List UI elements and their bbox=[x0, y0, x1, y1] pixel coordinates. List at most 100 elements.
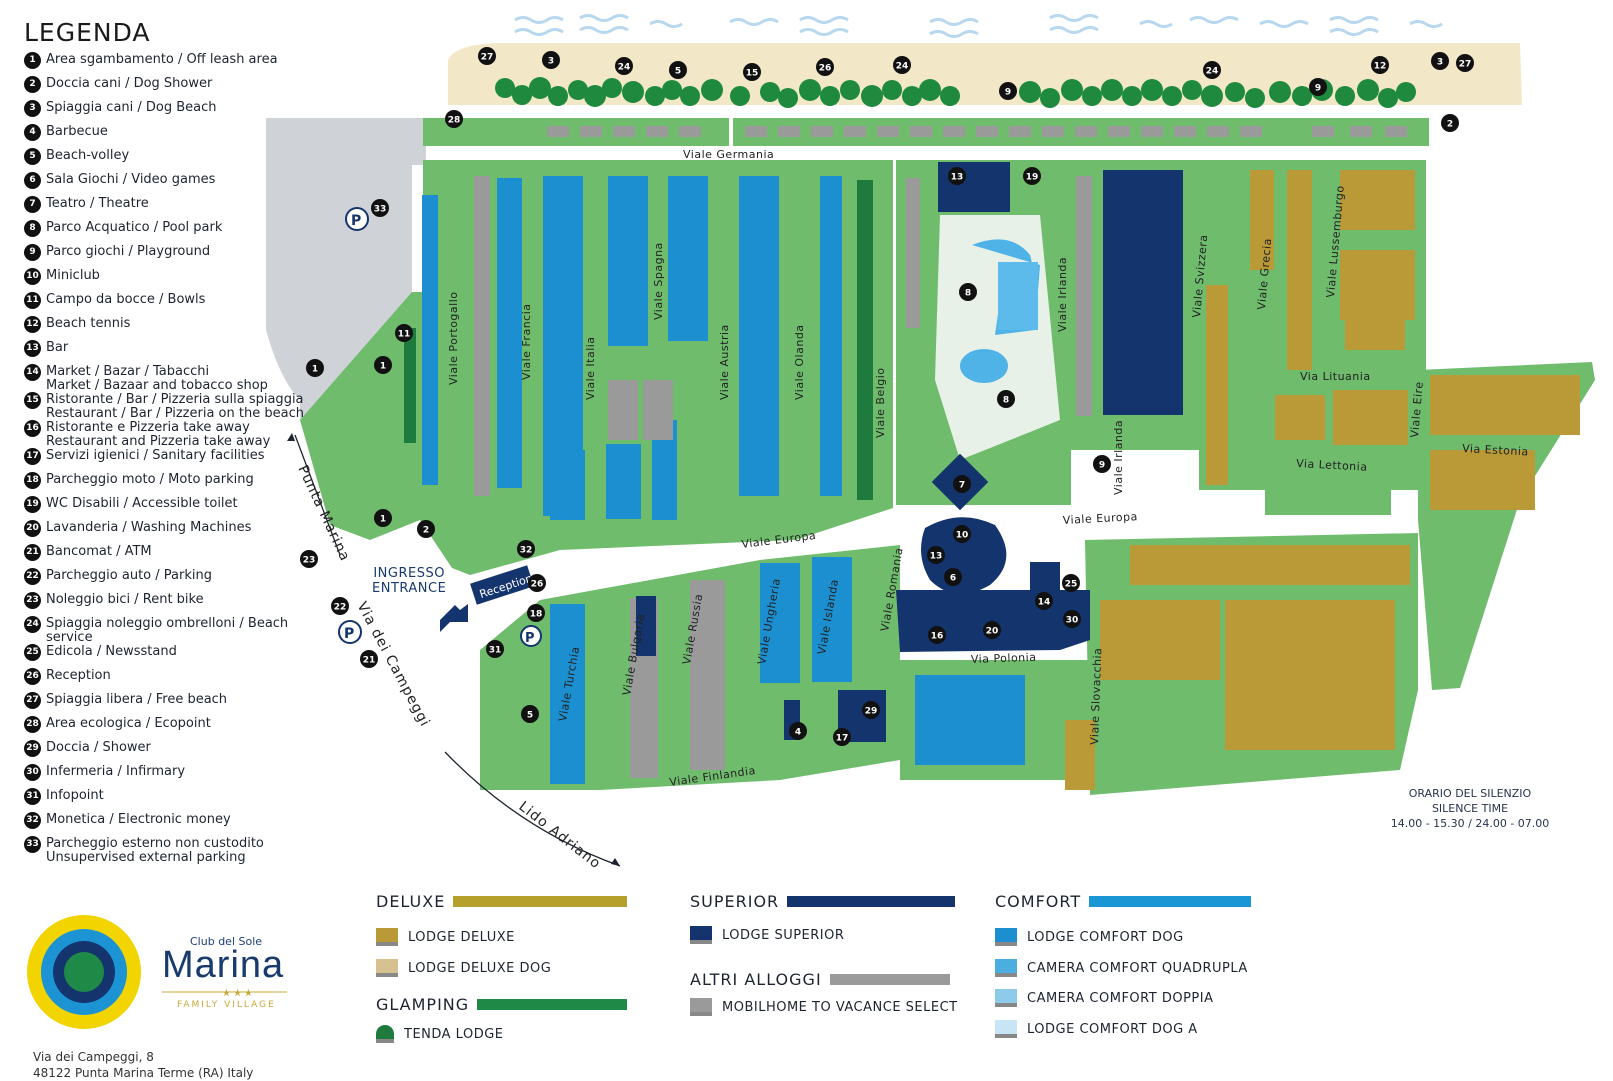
superior-lodges bbox=[636, 162, 1183, 740]
map-marker-dot bbox=[1431, 52, 1449, 70]
map-marker: 9 bbox=[1093, 455, 1111, 473]
legend-item-label: Infermeria / Infirmary bbox=[46, 764, 186, 779]
entrance-line-1: INGRESSO bbox=[373, 566, 445, 581]
map-marker: 6 bbox=[944, 568, 962, 586]
category-superior-bar bbox=[787, 896, 956, 907]
legend-number-badge: 32 bbox=[24, 812, 41, 829]
legend-title: LEGENDA bbox=[24, 18, 151, 47]
map-marker-number: 31 bbox=[489, 646, 502, 656]
legend-item-label: Parco Acquatico / Pool park bbox=[46, 220, 223, 235]
category-glamping-bar bbox=[477, 999, 628, 1010]
parking-icon: P bbox=[345, 207, 369, 231]
map-marker-number: 27 bbox=[1459, 60, 1472, 70]
swatch-lodge-superior bbox=[690, 926, 712, 944]
map-marker-number: 21 bbox=[363, 656, 376, 666]
legend-item-label: WC Disabili / Accessible toilet bbox=[46, 496, 238, 511]
legend-number-badge: 18 bbox=[24, 472, 41, 489]
legend-number-badge: 12 bbox=[24, 316, 41, 333]
map-marker-dot bbox=[521, 705, 539, 723]
legend-lodge-comfort-dog: LODGE COMFORT DOG bbox=[995, 925, 1251, 949]
map-marker: 12 bbox=[1371, 56, 1389, 74]
map-marker: 2 bbox=[1441, 114, 1459, 132]
map-marker-dot bbox=[1093, 455, 1111, 473]
map-marker: 25 bbox=[1062, 574, 1080, 592]
parking-icon-entrance: P bbox=[338, 620, 362, 644]
map-marker: 3 bbox=[1431, 52, 1449, 70]
map-marker: 11 bbox=[395, 324, 413, 342]
legend-item-label: Parcheggio auto / Parking bbox=[46, 568, 212, 583]
street-viale-belgio: Viale Belgio bbox=[874, 367, 887, 438]
map-marker-number: 9 bbox=[1099, 461, 1105, 471]
map-marker-dot bbox=[306, 359, 324, 377]
brand-stars: ★★★ bbox=[222, 988, 255, 999]
legend-number-badge: 26 bbox=[24, 668, 41, 685]
legend-item-label: Bancomat / ATM bbox=[46, 544, 152, 559]
category-comfort: COMFORT LODGE COMFORT DOG CAMERA COMFORT… bbox=[995, 892, 1252, 1041]
street-viale-olanda: Viale Olanda bbox=[793, 324, 806, 400]
map-marker-dot bbox=[789, 722, 807, 740]
road-arrow-icon-2 bbox=[611, 858, 620, 866]
map-marker-number: 20 bbox=[986, 627, 999, 637]
entrance-arrow-icon bbox=[440, 604, 468, 632]
legend-item-label: Beach tennis bbox=[46, 316, 131, 331]
outer-roads bbox=[294, 434, 621, 867]
legend-item-label: Spiaggia noleggio ombrelloni / Beach ser… bbox=[46, 616, 289, 645]
map-marker-number: 19 bbox=[1026, 173, 1039, 183]
map-marker-dot bbox=[959, 283, 977, 301]
map-marker-dot bbox=[542, 51, 560, 69]
category-glamping: GLAMPING TENDA LODGE bbox=[376, 995, 628, 1046]
street-via-polonia: Via Polonia bbox=[971, 651, 1037, 666]
svg-text:P: P bbox=[525, 631, 535, 646]
map-marker-dot bbox=[371, 199, 389, 217]
map-marker-dot bbox=[999, 82, 1017, 100]
map-marker-dot bbox=[953, 475, 971, 493]
legend-lodge-superior: LODGE SUPERIOR bbox=[690, 923, 955, 947]
swatch-lodge-deluxe bbox=[376, 928, 398, 946]
legend-number-badge: 21 bbox=[24, 544, 41, 561]
swatch-camera-doppia bbox=[995, 989, 1017, 1007]
legend-number-badge: 23 bbox=[24, 592, 41, 609]
legend-number-badge: 27 bbox=[24, 692, 41, 709]
map-marker-number: 26 bbox=[531, 580, 544, 590]
map-marker: 5 bbox=[521, 705, 539, 723]
map-marker-number: 5 bbox=[675, 67, 681, 77]
map-marker-dot bbox=[615, 57, 633, 75]
address: Via dei Campeggi, 8 48122 Punta Marina T… bbox=[33, 1049, 253, 1081]
street-viale-francia: Viale Francia bbox=[520, 303, 533, 380]
map-marker-number: 9 bbox=[1315, 84, 1321, 94]
legend-item-label: Area ecologica / Ecopoint bbox=[46, 716, 211, 731]
map-marker-dot bbox=[527, 604, 545, 622]
map-marker-number: 23 bbox=[303, 556, 316, 566]
street-viale-italia: Viale Italia bbox=[584, 336, 597, 400]
category-deluxe-title: DELUXE bbox=[376, 892, 446, 911]
central-services bbox=[838, 453, 1090, 742]
map-marker-dot bbox=[445, 110, 463, 128]
legend-number-badge: 22 bbox=[24, 568, 41, 585]
map-marker: 27 bbox=[1456, 54, 1474, 72]
map-marker-number: 30 bbox=[1066, 616, 1079, 626]
legend-item-label: Sala Giochi / Video games bbox=[46, 172, 216, 187]
legend-number-badge: 19 bbox=[24, 496, 41, 513]
map-marker-dot bbox=[997, 390, 1015, 408]
legend-tenda-lodge: TENDA LODGE bbox=[376, 1022, 627, 1046]
map-marker-number: 25 bbox=[1065, 580, 1078, 590]
legend-number-badge: 15 bbox=[24, 392, 41, 409]
swatch-lodge-deluxe-dog bbox=[376, 959, 398, 977]
map-marker-dot bbox=[1456, 54, 1474, 72]
map-marker-dot bbox=[1062, 574, 1080, 592]
entrance-label: INGRESSO ENTRANCE bbox=[372, 566, 446, 596]
map-marker: 9 bbox=[999, 82, 1017, 100]
map-marker-number: 32 bbox=[520, 546, 533, 556]
legend-camera-comfort-quadrupla: CAMERA COMFORT QUADRUPLA bbox=[995, 956, 1251, 980]
street-via-lettonia: Via Lettonia bbox=[1296, 457, 1368, 474]
legend-number-badge: 14 bbox=[24, 364, 41, 381]
map-marker: 28 bbox=[445, 110, 463, 128]
legend-item-label: Edicola / Newsstand bbox=[46, 644, 177, 659]
comfort-lodges bbox=[422, 176, 1025, 784]
